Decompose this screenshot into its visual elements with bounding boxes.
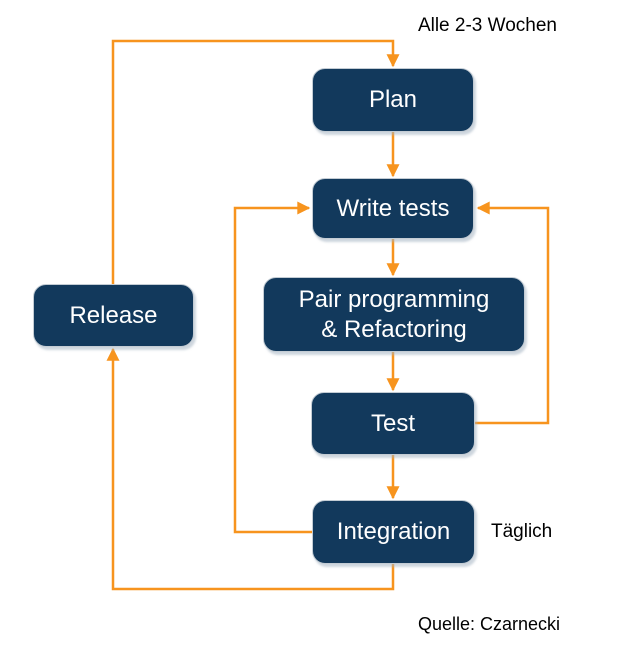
node-pair-programming-refactoring: Pair programming & Refactoring: [263, 277, 525, 352]
label-daily: Täglich: [491, 521, 553, 542]
node-release: Release: [33, 284, 194, 347]
node-plan: Plan: [312, 68, 474, 132]
node-test: Test: [311, 392, 475, 455]
arrow-integration-to-write-tests: [233, 201, 312, 534]
node-integration: Integration: [312, 500, 475, 564]
arrow-test-to-write-tests: [475, 201, 550, 425]
arrow-release-to-plan: [111, 39, 400, 284]
node-write-tests: Write tests: [312, 178, 474, 239]
label-source: Quelle: Czarnecki: [418, 614, 561, 634]
arrow-integration-to-release: [106, 347, 395, 591]
label-cycle-weeks: Alle 2-3 Wochen: [417, 15, 557, 36]
